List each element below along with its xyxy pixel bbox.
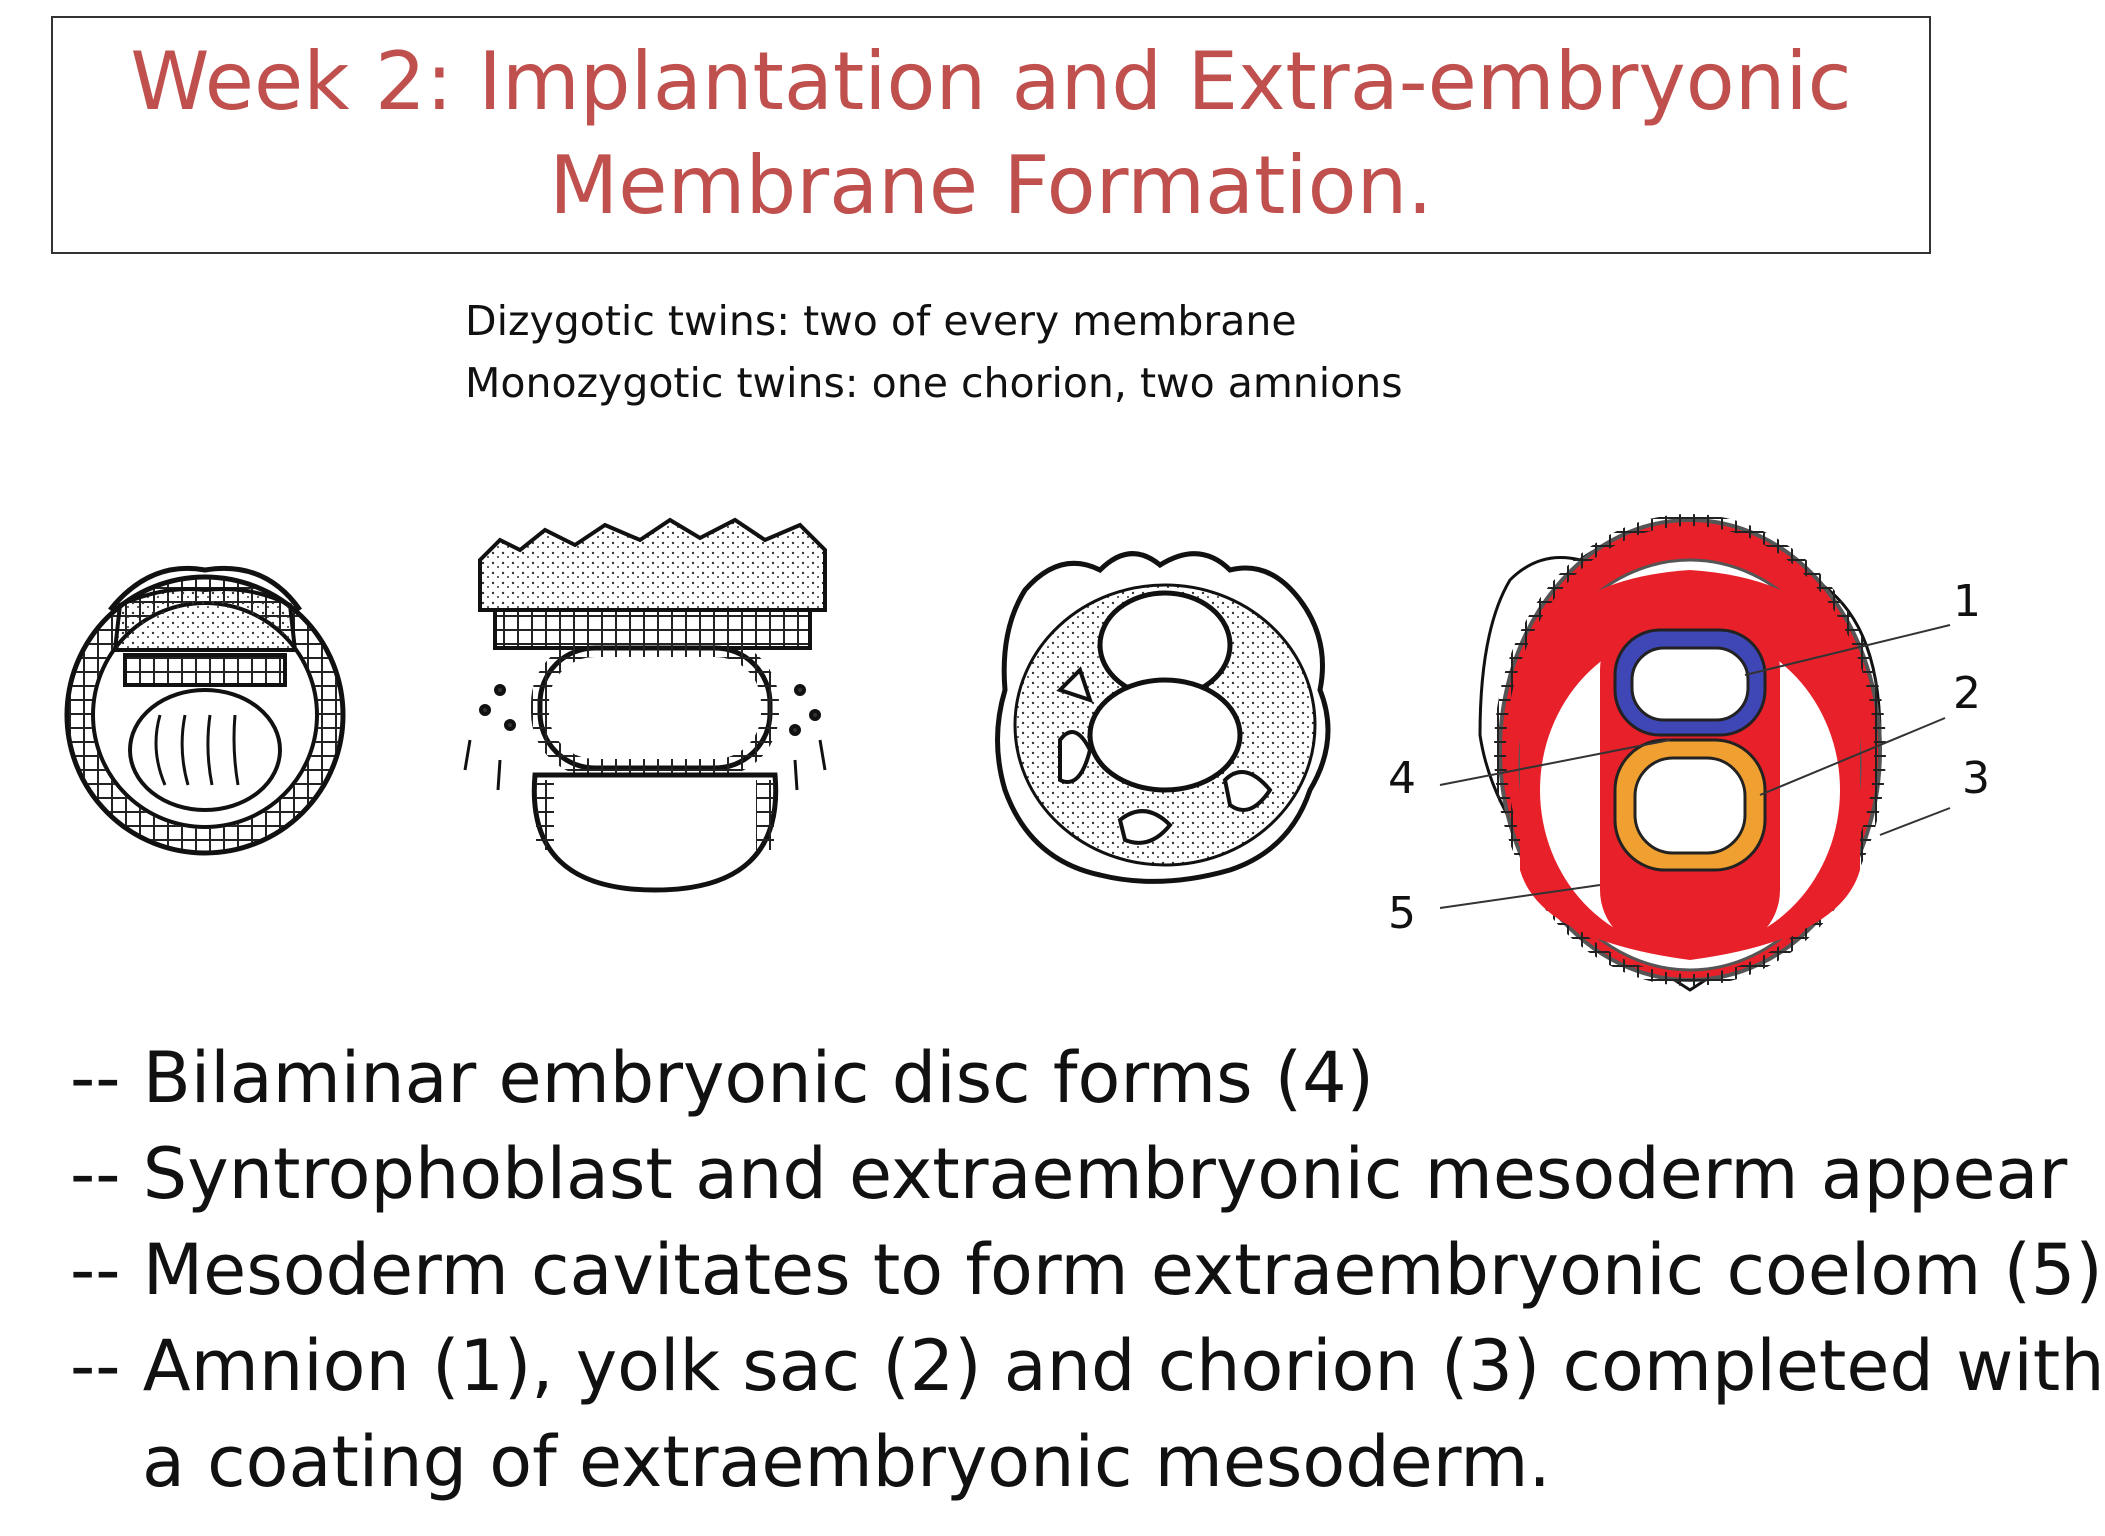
- label-4: 4: [1388, 753, 1416, 804]
- label-3: 3: [1962, 753, 1990, 804]
- bullet-bilaminar: -- Bilaminar embryonic disc forms (4): [70, 1037, 1374, 1119]
- twins-note: Dizygotic twins: two of every membrane M…: [465, 290, 1403, 414]
- membranes-figure: [1439, 514, 1951, 992]
- bullet-syntrophoblast: -- Syntrophoblast and extraembryonic mes…: [70, 1133, 2068, 1215]
- monozygotic-note: Monozygotic twins: one chorion, two amni…: [465, 359, 1403, 407]
- title-line-1: Week 2: Implantation and Extra-embryonic: [130, 35, 1852, 128]
- blastocyst-figure: [64, 565, 346, 856]
- dizygotic-note: Dizygotic twins: two of every membrane: [465, 297, 1297, 345]
- bullet-coelom: -- Mesoderm cavitates to form extraembry…: [70, 1229, 2103, 1311]
- label-2: 2: [1953, 668, 1981, 719]
- label-5: 5: [1388, 888, 1416, 939]
- bullet-amnion: -- Amnion (1), yolk sac (2) and chorion …: [70, 1325, 2105, 1407]
- slide-title: Week 2: Implantation and Extra-embryonic…: [51, 16, 1931, 254]
- label-1: 1: [1953, 576, 1981, 627]
- implantation-figure: [463, 517, 827, 893]
- title-line-2: Membrane Formation.: [549, 139, 1433, 232]
- lacunae-figure: [995, 551, 1331, 884]
- bullet-list: -- Bilaminar embryonic disc forms (4) --…: [70, 1030, 2105, 1510]
- embryo-diagrams: [64, 514, 1951, 992]
- bullet-amnion-cont: a coating of extraembryonic mesoderm.: [142, 1421, 1551, 1503]
